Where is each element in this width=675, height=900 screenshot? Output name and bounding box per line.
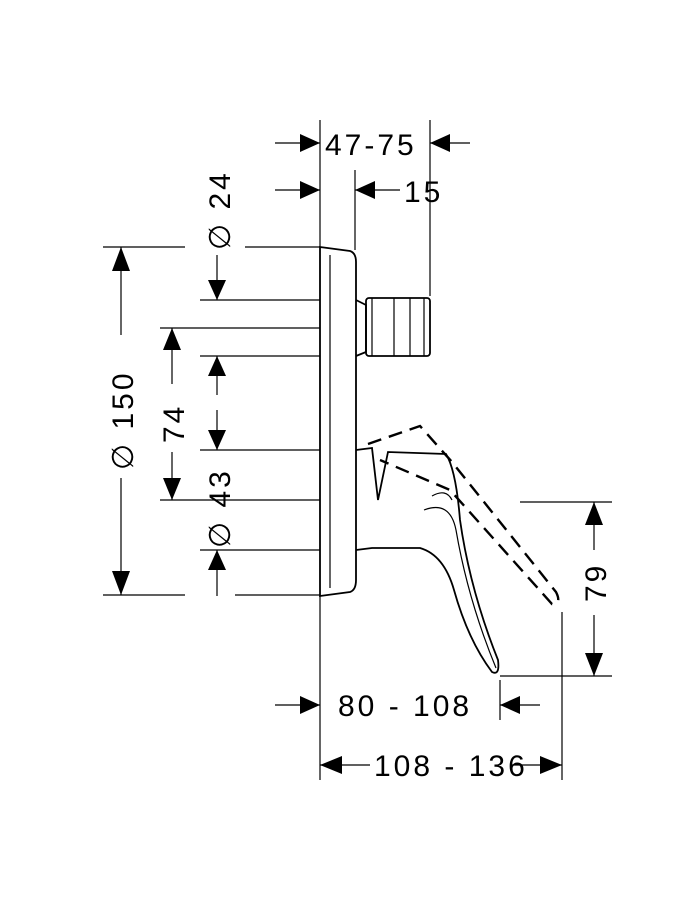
diverter-knob: [355, 297, 431, 357]
dim-spacing-label: 74: [158, 404, 191, 443]
dim-top-depth: 47-75: [275, 129, 470, 162]
dim-diameter-plate: ∅ 150: [107, 247, 140, 595]
dim-reach-short-label: 80 - 108: [338, 690, 472, 723]
dim-diameter-43-label: ∅ 43: [204, 468, 237, 548]
extension-lines: [103, 120, 612, 780]
dim-nut-width: 15: [275, 176, 443, 209]
dim-diameter-43: ∅ 43: [204, 410, 237, 596]
dim-spout-height-label: 79: [580, 563, 613, 602]
mixer-lever: [355, 446, 500, 674]
dim-reach-long-label: 108 - 136: [374, 750, 528, 783]
wall-plate: [319, 245, 357, 598]
dim-diameter-small-label: ∅ 24: [204, 170, 237, 250]
dim-reach-long: 108 - 136: [320, 750, 562, 783]
dim-top-depth-label: 47-75: [325, 129, 417, 162]
dim-diameter-plate-label: ∅ 150: [107, 370, 140, 470]
lever-alt-position: [367, 424, 560, 606]
dim-spout-height: 79: [580, 502, 613, 676]
dim-reach-short: 80 - 108: [275, 690, 540, 723]
dim-spacing: 74: [158, 328, 191, 500]
dim-diameter-small: ∅ 24: [204, 170, 237, 395]
dim-nut-width-label: 15: [404, 176, 443, 209]
